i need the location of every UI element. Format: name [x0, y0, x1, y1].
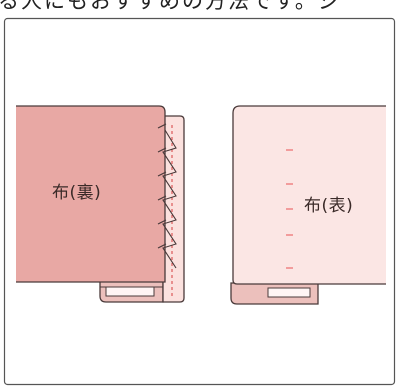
stitch-ticks	[157, 123, 167, 249]
fabric-body-back	[16, 105, 166, 283]
front-stitch-marks	[286, 149, 293, 269]
label-fabric-back: 布(裏)	[52, 183, 102, 203]
header-partial-text: る人にもおすすめの方法です。ジ	[0, 0, 341, 13]
panel-fabric-back	[16, 105, 185, 303]
folded-hem-inner	[105, 286, 155, 297]
panel-fabric-front	[230, 105, 386, 305]
diagram-frame	[3, 17, 396, 386]
front-folded-hem-inner	[267, 287, 311, 298]
fabric-body-front	[232, 105, 386, 285]
label-fabric-front: 布(表)	[304, 196, 354, 216]
slip-stitches	[162, 129, 177, 269]
